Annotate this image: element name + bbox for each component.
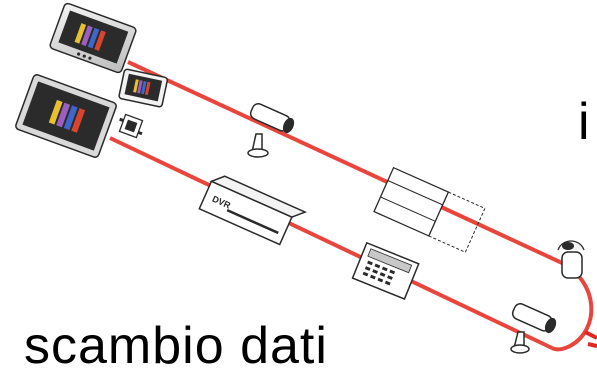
- caption-right: i: [578, 92, 590, 152]
- cable-accent: [585, 332, 597, 346]
- chip-icon: [116, 113, 147, 139]
- keypad: [353, 243, 419, 299]
- cable-top: [128, 62, 560, 262]
- touch-panel-large: [15, 74, 118, 159]
- din-enclosure: [374, 168, 485, 253]
- dvr: DVR: [199, 172, 305, 248]
- caption-bottom: scambio dati: [24, 316, 328, 376]
- system-diagram: DVR: [0, 0, 597, 368]
- small-monitor: [119, 69, 168, 107]
- camera-right: [558, 241, 584, 278]
- touch-panel-top: [49, 2, 137, 73]
- camera-bottom: [511, 302, 559, 353]
